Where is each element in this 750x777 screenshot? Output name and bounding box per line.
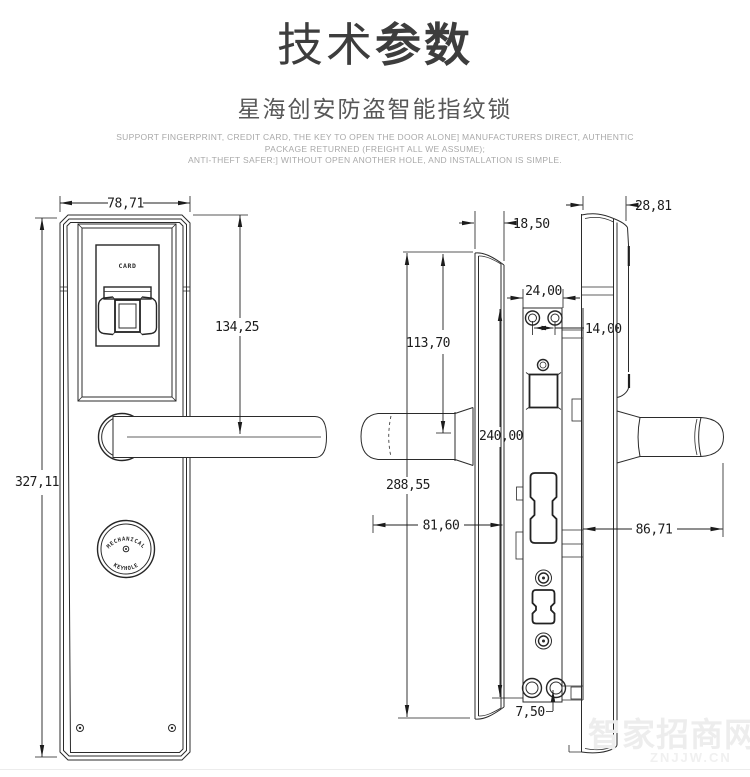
mortise-faceplate (515, 307, 584, 703)
dim-screw-spacing: 14,00 (585, 322, 622, 337)
dim-side-top-to-handle: 113,70 (406, 336, 450, 351)
fingerprint-module (97, 286, 158, 336)
faceplate-screw-mid (535, 569, 552, 587)
side-view-drawing: 18,50 24,00 14,00 113,70 240,00 288,55 (360, 211, 622, 720)
inner-handle (616, 410, 725, 464)
dim-faceplate-height: 240,00 (479, 429, 523, 444)
dim-screw-to-edge: 7,50 (515, 705, 544, 720)
side-handle (360, 407, 474, 466)
side-view-dimensions: 18,50 24,00 14,00 113,70 240,00 288,55 (372, 211, 622, 720)
page-title: 技术参数 (0, 20, 750, 70)
dim-side-thickness: 18,50 (513, 217, 550, 232)
keyhole-bottom-label: KEYHOLE (112, 563, 139, 573)
front-view-drawing: CARD MECHANICAL KE (15, 196, 328, 761)
dim-front-width: 78,71 (107, 197, 144, 212)
product-description: SUPPORT FINGERPRINT, CREDIT CARD, THE KE… (0, 132, 750, 167)
latch-opening (525, 372, 562, 410)
svg-text:KEYHOLE: KEYHOLE (112, 563, 140, 573)
title-light-part: 技术 (277, 19, 375, 71)
title-bold-part: 参数 (375, 19, 473, 71)
deadbolt-opening (529, 472, 558, 544)
keyhole: MECHANICAL KEYHOLE (96, 519, 156, 579)
card-label: CARD (118, 262, 136, 270)
dim-body-height: 288,55 (386, 478, 430, 493)
edge-tick-marks (60, 286, 190, 292)
dim-front-top-to-handle: 134,25 (215, 320, 259, 335)
auxiliary-bolt-opening (531, 589, 556, 625)
dim-faceplate-width: 24,00 (525, 284, 562, 299)
faceplate-screw-lower (535, 632, 552, 650)
faceplate-screw-small (536, 358, 550, 372)
dim-front-height: 327,11 (15, 475, 59, 490)
front-panel (77, 223, 177, 402)
page-header: 技术参数 星海创安防盗智能指纹锁 SUPPORT FINGERPRINT, CR… (0, 0, 750, 167)
description-line: ANTI-THEFT SAFER:] WITHOUT OPEN ANOTHER … (187, 155, 563, 165)
front-bottom-screws (76, 724, 176, 732)
inner-view-drawing: 28,81 86,71 (566, 196, 725, 754)
faceplate-screws-bottom (521, 677, 567, 699)
dim-handle-depth-side: 81,60 (423, 519, 460, 534)
description-line: PACKAGE RETURNED (FREIGHT ALL WE ASSUME)… (264, 143, 486, 154)
side-escutcheon-profile (474, 252, 505, 720)
dim-inner-thickness: 28,81 (635, 199, 672, 214)
inner-escutcheon-profile (568, 213, 631, 754)
faceplate-screws-top (524, 310, 563, 326)
card-reader: CARD (95, 244, 160, 347)
description-line: SUPPORT FINGERPRINT, CREDIT CARD, THE KE… (116, 132, 634, 142)
section-divider (0, 769, 750, 770)
front-handle (97, 412, 328, 462)
product-subtitle: 星海创安防盗智能指纹锁 (237, 96, 513, 122)
front-view-dimensions: 78,71 134,25 327,11 (15, 196, 259, 758)
dim-inner-handle-depth: 86,71 (636, 523, 673, 538)
inner-view-dimensions: 28,81 86,71 (566, 196, 724, 538)
